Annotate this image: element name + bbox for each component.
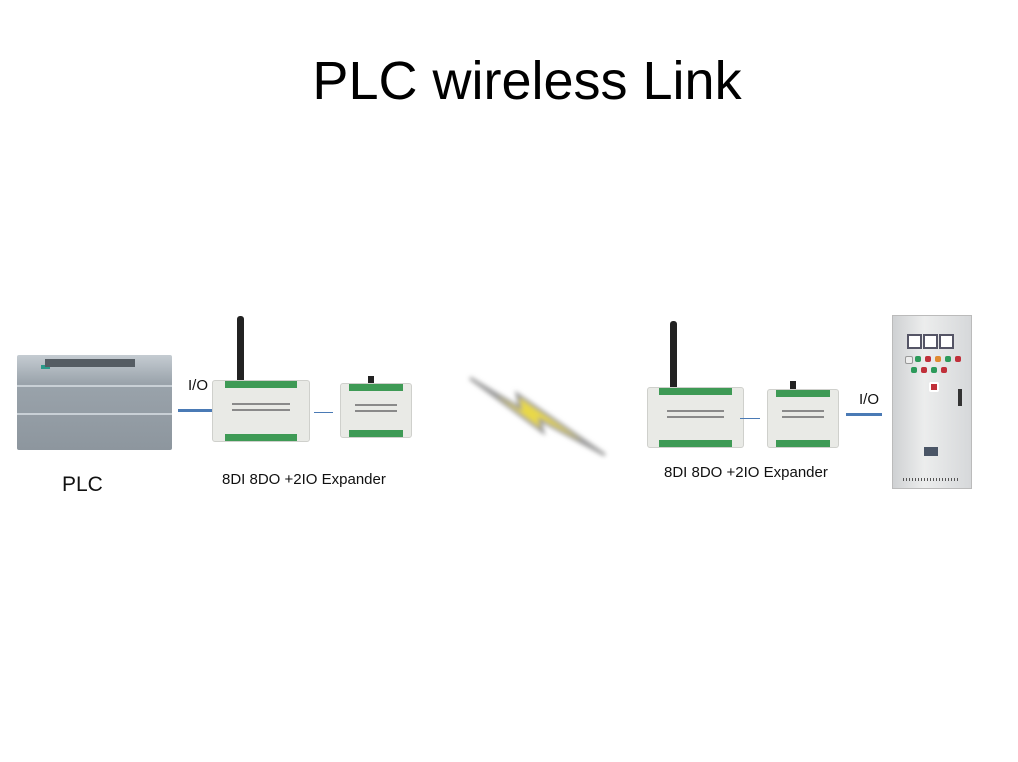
expander-link-left xyxy=(314,412,333,413)
wireless-io-module-left xyxy=(212,380,310,442)
left-io-link xyxy=(178,409,212,412)
wireless-lightning-icon xyxy=(469,376,606,457)
expander-link-right xyxy=(740,418,760,419)
right-module-label: 8DI 8DO +2IO Expander xyxy=(664,464,828,481)
left-io-label: I/O xyxy=(188,377,209,394)
antenna-stub-icon xyxy=(790,381,796,391)
expander-module-right xyxy=(767,389,839,448)
expander-module-left xyxy=(340,383,412,438)
right-io-link xyxy=(846,413,882,416)
plc-device-image xyxy=(17,355,172,450)
antenna-stub-icon xyxy=(368,376,374,386)
page-title: PLC wireless Link xyxy=(312,51,742,111)
antenna-icon xyxy=(670,321,677,389)
wireless-io-module-right xyxy=(647,387,744,448)
control-cabinet-image xyxy=(892,315,972,489)
plc-label: PLC xyxy=(62,473,103,496)
right-io-label: I/O xyxy=(859,391,880,408)
antenna-icon xyxy=(237,316,244,384)
left-module-label: 8DI 8DO +2IO Expander xyxy=(222,471,386,488)
